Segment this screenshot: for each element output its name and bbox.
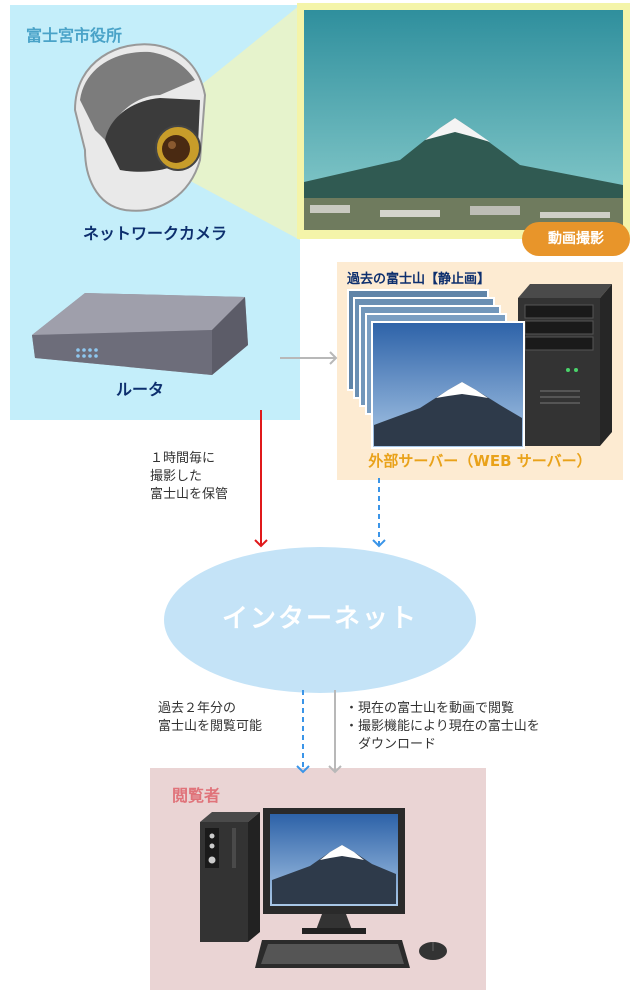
viewer-label: 閲覧者 [172,786,221,805]
two-year-archive-note: 過去２年分の 富士山を閲覧可能 [158,700,262,736]
city-hall-label: 富士宮市役所 [26,26,123,45]
router-label: ルータ [115,380,164,399]
video-capture-badge: 動画撮影 [522,222,630,256]
note-line: 富士山を閲覧可能 [158,719,263,734]
network-camera-illustration [73,43,207,212]
bullet-continuation: ダウンロード [345,736,540,754]
note-line: 富士山を保管 [150,487,229,502]
hourly-storage-note: １時間毎に 撮影した 富士山を保管 [150,450,228,504]
note-line: 撮影した [150,469,203,484]
bullet-item: 撮影機能により現在の富士山を [345,718,540,736]
bullet-text: 現在の富士山を動画で閲覧 [358,701,515,716]
live-video-frame [297,3,630,239]
past-stills-label: 過去の富士山【静止画】 [347,272,491,287]
note-line: １時間毎に [150,451,216,466]
bullet-text: ダウンロード [358,737,437,752]
bullet-text: 撮影機能により現在の富士山を [358,719,540,734]
camera-view-cone [170,5,300,240]
still-photos-stack [347,289,525,449]
desktop-pc-illustration [200,808,447,968]
server-tower-illustration [518,284,612,446]
live-viewing-note: 現在の富士山を動画で閲覧 撮影機能により現在の富士山を ダウンロード [345,700,540,754]
router-illustration [32,293,248,375]
network-camera-label: ネットワークカメラ [82,224,227,243]
internet-label: インターネット [221,604,418,634]
bullet-item: 現在の富士山を動画で閲覧 [345,700,540,718]
external-server-label: 外部サーバー（WEB サーバー） [368,452,592,470]
note-line: 過去２年分の [158,701,237,716]
internet-cloud [164,547,476,693]
